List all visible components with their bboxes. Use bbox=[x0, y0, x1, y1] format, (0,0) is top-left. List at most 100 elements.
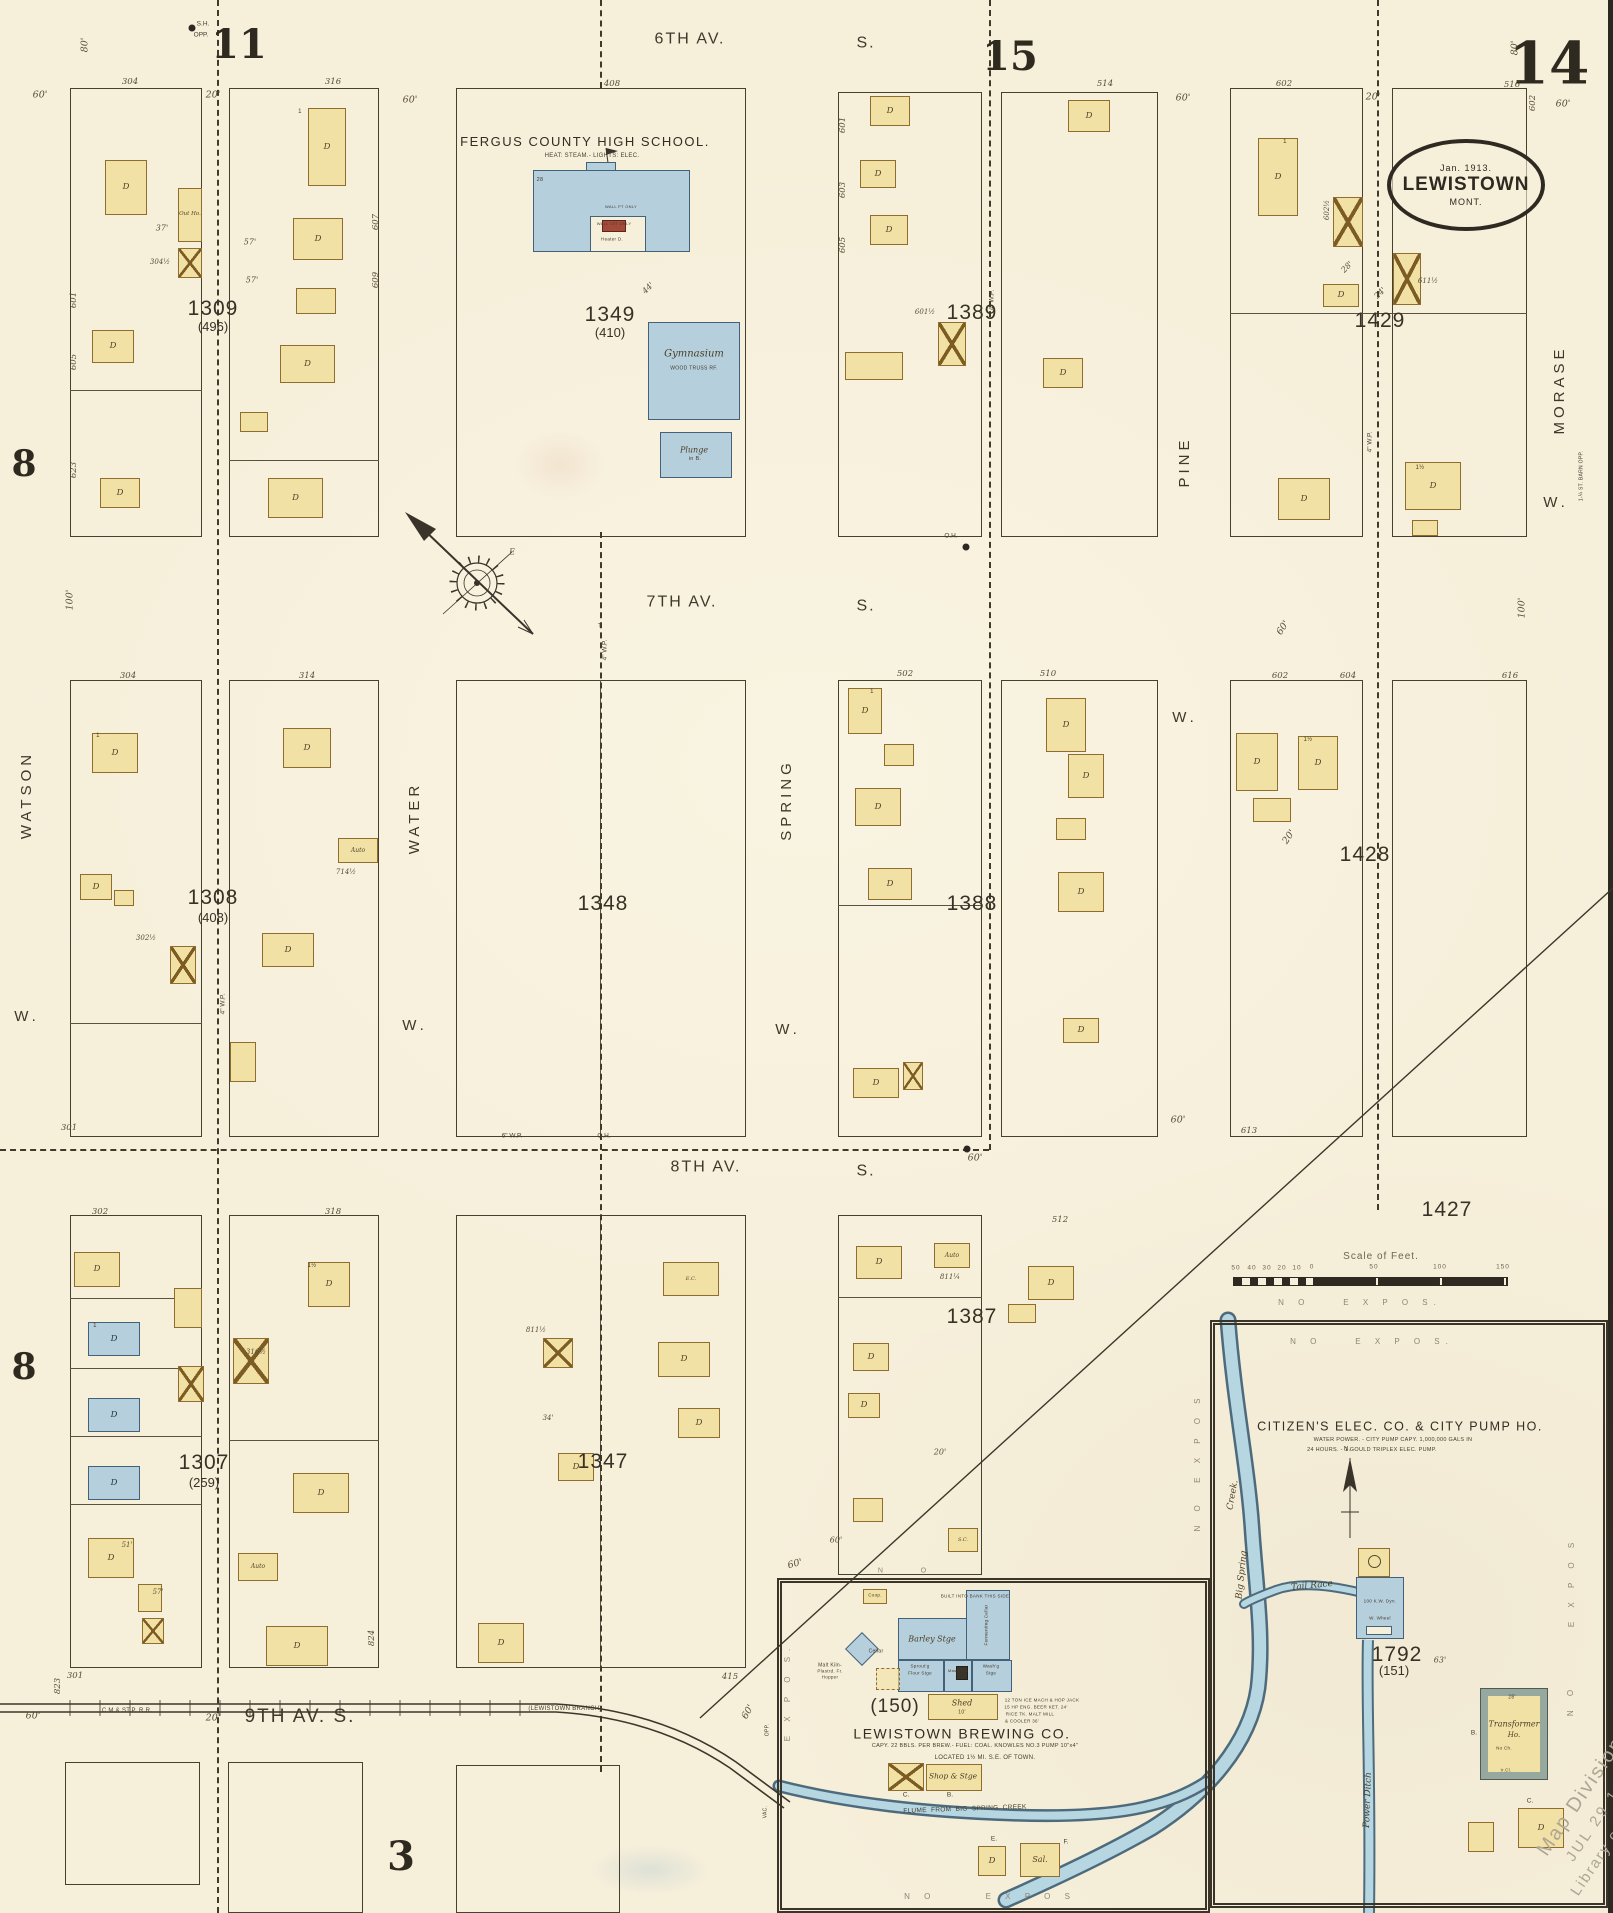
map-label: 514 bbox=[1096, 79, 1114, 89]
map-label: 1307 bbox=[178, 1450, 230, 1474]
map-label: 60' bbox=[1555, 98, 1571, 110]
building: E.C. bbox=[663, 1262, 719, 1296]
building bbox=[1056, 818, 1086, 840]
map-label: 1 bbox=[1283, 138, 1287, 145]
building: D bbox=[88, 1398, 140, 1432]
building: D bbox=[558, 1453, 594, 1481]
lot-line bbox=[70, 1436, 202, 1437]
power-ditch bbox=[1361, 1639, 1376, 1913]
building bbox=[660, 432, 732, 478]
building bbox=[888, 1763, 924, 1791]
building: D bbox=[1046, 698, 1086, 752]
map-label: (259) bbox=[188, 1475, 220, 1491]
map-label: W. bbox=[775, 1021, 801, 1039]
building bbox=[1008, 1304, 1036, 1323]
map-label: 1 bbox=[96, 732, 100, 739]
lot-line bbox=[70, 1368, 202, 1369]
map-label: in B. bbox=[688, 456, 702, 463]
map-label: VAC. bbox=[762, 1805, 769, 1819]
map-label: W. Wheel bbox=[1369, 1615, 1391, 1621]
map-label: Shop & Stge bbox=[928, 1771, 978, 1781]
map-label: 623 bbox=[69, 461, 79, 479]
building: D bbox=[268, 478, 323, 518]
map-label: 318 bbox=[324, 1207, 342, 1217]
map-label: 613 bbox=[1240, 1126, 1258, 1136]
street-9th-av: 9TH AV. S. bbox=[244, 1706, 356, 1728]
map-label: 10 bbox=[1292, 1264, 1302, 1272]
building: D bbox=[678, 1408, 720, 1438]
map-label: 1792 bbox=[1371, 1642, 1423, 1666]
lot-line bbox=[229, 460, 379, 461]
city-block bbox=[838, 1215, 982, 1575]
map-label: 601 bbox=[69, 291, 79, 309]
street-7th-av: 7TH AV. bbox=[646, 593, 718, 611]
building: D bbox=[860, 160, 896, 188]
map-label: 4" W.P. bbox=[1366, 431, 1374, 453]
big-spring-creek bbox=[997, 1311, 1269, 1909]
building: D bbox=[856, 1246, 902, 1279]
map-label: 57' bbox=[245, 275, 259, 285]
building: D bbox=[848, 1393, 880, 1418]
map-label: 714½ bbox=[335, 868, 357, 876]
lot-line bbox=[70, 1298, 202, 1299]
map-label: 1427 bbox=[1421, 1197, 1473, 1221]
adjacent-sheet-15: 15 bbox=[982, 33, 1038, 80]
map-label: 811¼ bbox=[939, 1273, 961, 1281]
building: D bbox=[92, 733, 138, 773]
map-label: 304 bbox=[121, 77, 139, 87]
adjacent-sheet-8: 8 bbox=[11, 1346, 37, 1389]
building bbox=[1412, 520, 1438, 536]
map-label: 28 bbox=[536, 177, 544, 184]
map-label: (408) bbox=[197, 910, 229, 926]
map-label: WATER POWER. - CITY PUMP CAPY. 1,000,000… bbox=[1313, 1437, 1473, 1444]
building bbox=[1468, 1822, 1494, 1852]
map-label: LOCATED 1½ MI. S.E. OF TOWN. bbox=[934, 1754, 1036, 1761]
map-label: Barley Stge bbox=[908, 1634, 956, 1644]
map-label: 60' bbox=[1170, 1114, 1186, 1126]
map-label: 512 bbox=[1051, 1215, 1069, 1225]
map-label: 604 bbox=[1339, 671, 1357, 681]
lot-line bbox=[70, 1023, 202, 1024]
map-label: F. bbox=[1063, 1838, 1069, 1846]
map-label: B. bbox=[1470, 1729, 1478, 1737]
map-label: 60' bbox=[25, 1710, 41, 1722]
building: D bbox=[978, 1846, 1006, 1876]
map-label: Ir.Cl. bbox=[1500, 1767, 1512, 1773]
building: D bbox=[266, 1626, 328, 1666]
building bbox=[956, 1666, 968, 1680]
railroad-9th-av bbox=[0, 1700, 791, 1809]
building bbox=[1366, 1626, 1392, 1635]
building bbox=[178, 248, 202, 278]
map-label: N O bbox=[1565, 1683, 1575, 1717]
date-badge: Jan. 1913. LEWISTOWN MONT. bbox=[1387, 139, 1545, 231]
building bbox=[230, 1042, 256, 1082]
map-label: 60' bbox=[402, 94, 418, 106]
building: D bbox=[293, 1473, 349, 1513]
badge-date: Jan. 1913. bbox=[1439, 163, 1493, 173]
compass-rose bbox=[405, 512, 534, 635]
map-label: 20' bbox=[1365, 91, 1381, 103]
map-label: 6" W.P. bbox=[501, 1132, 523, 1140]
building: D bbox=[868, 868, 912, 900]
sheet-number: 14 bbox=[1508, 29, 1590, 98]
map-label: 603 bbox=[838, 181, 848, 199]
map-label: (496) bbox=[197, 319, 229, 335]
building bbox=[1480, 1688, 1548, 1780]
building: D bbox=[1405, 462, 1461, 510]
map-label: W. bbox=[402, 1017, 428, 1035]
section-line bbox=[0, 1149, 989, 1151]
city-block bbox=[1001, 680, 1158, 1137]
map-label: 60' bbox=[32, 89, 48, 101]
building: D bbox=[848, 688, 882, 734]
map-label: 316½ bbox=[245, 1348, 267, 1356]
building: D bbox=[88, 1538, 134, 1578]
brewery-title: LEWISTOWN BREWING CO. bbox=[853, 1725, 1071, 1742]
city-block bbox=[229, 680, 379, 1137]
utility-dot bbox=[188, 24, 196, 32]
map-label: (LEWISTOWN BRANCH) bbox=[528, 1705, 602, 1712]
map-label: 34' bbox=[542, 1414, 554, 1422]
map-label: 80' bbox=[79, 37, 91, 53]
section-line bbox=[989, 0, 991, 1150]
map-label: 20' bbox=[205, 1712, 221, 1724]
